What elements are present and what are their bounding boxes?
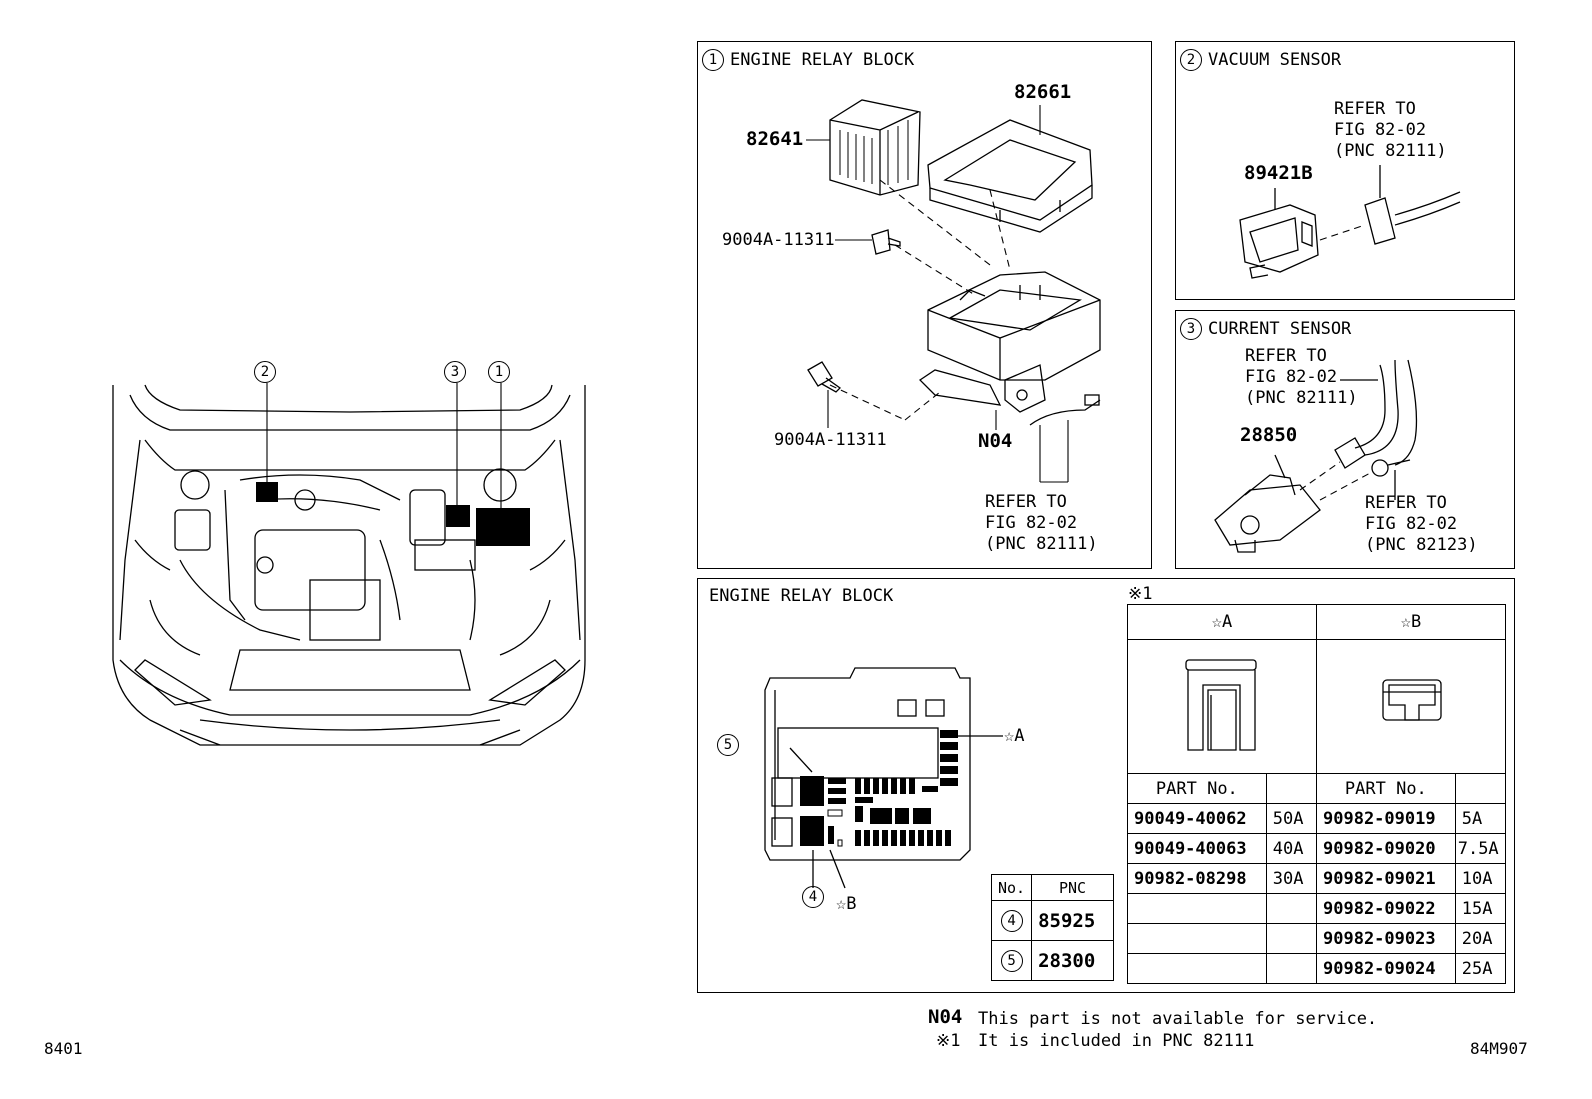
- fuse-header-b: ☆B: [1316, 604, 1506, 640]
- part-n04-label: N04: [978, 430, 1013, 452]
- table-row: 90982-09023 20A: [1127, 923, 1507, 954]
- part-bolt-top-label: 9004A-11311: [722, 230, 835, 250]
- figure-id-left: 8401: [44, 1039, 83, 1058]
- panel-engine-relay-block: [697, 41, 1152, 569]
- table-row: 90982-08298 30A 90982-09021 10A: [1127, 863, 1507, 894]
- refer-to-label-panel-1: REFER TO FIG 82-02 (PNC 82111): [985, 492, 1098, 554]
- fuse-b-part-no-header: PART No.: [1316, 773, 1456, 804]
- pnc-header-pnc: PNC: [1031, 874, 1114, 901]
- car-callout-3: 3: [444, 361, 472, 383]
- table-row: 90049-40063 40A 90982-09020 7.5A: [1127, 833, 1507, 864]
- refer-to-label-panel-2: REFER TO FIG 82-02 (PNC 82111): [1334, 99, 1447, 161]
- fuse-b-icon: [1382, 679, 1442, 721]
- callout-5: 5: [717, 734, 745, 756]
- star-b-marker: ☆B: [836, 894, 857, 914]
- pnc-row-no: 5: [990, 940, 1033, 981]
- fuse-header-a: ☆A: [1127, 604, 1317, 640]
- table-row: 90982-09024 25A: [1127, 953, 1507, 984]
- panel-engine-relay-block-layout: [697, 578, 1515, 993]
- car-callout-1: 1: [488, 361, 516, 383]
- part-82661-label: 82661: [1014, 81, 1072, 103]
- fuse-a-illustration-cell: [1127, 639, 1317, 774]
- fuse-table-note-marker: ※1: [1128, 584, 1153, 604]
- fuse-b-illustration-cell: [1316, 639, 1506, 774]
- part-bolt-bottom-label: 9004A-11311: [774, 430, 887, 450]
- panel-current-sensor: [1175, 310, 1515, 569]
- part-89421b-label: 89421B: [1244, 162, 1313, 184]
- refer-to-label-panel-3-bottom: REFER TO FIG 82-02 (PNC 82123): [1365, 493, 1478, 555]
- fuse-a-part-no-header: PART No.: [1127, 773, 1267, 804]
- footnote-n04-text: This part is not available for service.: [978, 1009, 1378, 1029]
- footnote-star1-label: ※1: [936, 1031, 961, 1051]
- car-callout-2: 2: [254, 361, 282, 383]
- star-a-marker: ☆A: [1004, 726, 1025, 746]
- pnc-row-value: 85925: [1031, 900, 1114, 941]
- callout-4: 4: [802, 886, 830, 908]
- fuse-table: ☆A ☆B PART No.: [1127, 604, 1507, 984]
- part-82641-label: 82641: [746, 128, 804, 150]
- part-28850-label: 28850: [1240, 424, 1298, 446]
- footnote-star1-text: It is included in PNC 82111: [978, 1031, 1255, 1051]
- footnote-n04-label: N04: [928, 1006, 963, 1028]
- pnc-table: No. PNC 4 85925 5 28300: [990, 874, 1114, 981]
- bottom-panel-title: ENGINE RELAY BLOCK: [709, 586, 894, 606]
- refer-to-label-panel-3-top: REFER TO FIG 82-02 (PNC 82111): [1245, 346, 1358, 408]
- figure-id-right: 84M907: [1470, 1039, 1528, 1058]
- pnc-header-no: No.: [990, 874, 1033, 901]
- table-row: 90049-40062 50A 90982-09019 5A: [1127, 803, 1507, 834]
- table-row: 90982-09022 15A: [1127, 893, 1507, 924]
- fuse-a-icon: [1185, 659, 1257, 751]
- panel-vacuum-sensor: [1175, 41, 1515, 300]
- pnc-row-value: 28300: [1031, 940, 1114, 981]
- pnc-row-no: 4: [990, 900, 1033, 941]
